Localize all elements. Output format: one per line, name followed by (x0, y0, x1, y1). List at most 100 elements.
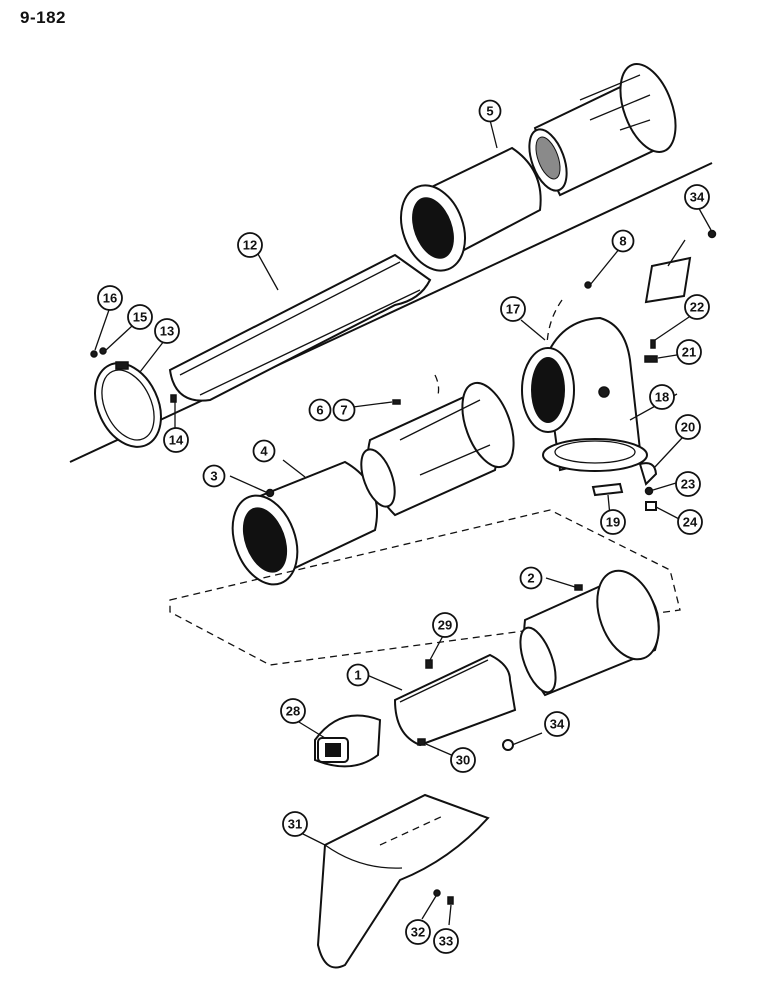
small-hardware-right (265, 229, 717, 511)
part-28-end-cap (314, 714, 382, 768)
callout-16: 16 (97, 285, 123, 311)
callout-circle (405, 919, 431, 945)
callout-22-label: 22 (690, 300, 704, 315)
callout-24-label: 24 (683, 515, 698, 530)
callout-circle (675, 471, 701, 497)
callout-circle (346, 663, 370, 687)
callout-8: 8 (611, 229, 635, 253)
callout-circle (519, 566, 543, 590)
callout-18-label: 18 (655, 390, 669, 405)
callout-34-label: 34 (690, 190, 705, 205)
callout-circle (97, 285, 123, 311)
callout-30-label: 30 (456, 753, 470, 768)
callout-2: 2 (519, 566, 543, 590)
part-13-clamp-ring (94, 361, 162, 448)
callout-8-label: 8 (619, 234, 626, 249)
callout-33: 33 (433, 928, 459, 954)
callout-circle (684, 294, 710, 320)
callout-15: 15 (127, 304, 153, 330)
callout-circle (154, 318, 180, 344)
callout-24: 24 (677, 509, 703, 535)
callout-6-label: 6 (316, 403, 323, 418)
callout-circle (282, 811, 308, 837)
callout-circle (433, 928, 459, 954)
callout-17: 17 (500, 296, 526, 322)
callout-circle (202, 464, 226, 488)
callout-circle (600, 509, 626, 535)
callout-20: 20 (675, 414, 701, 440)
page-number: 9-182 (20, 8, 66, 27)
callout-circle (611, 229, 635, 253)
callout-1-label: 1 (354, 668, 361, 683)
dashed-assembly-outline (169, 299, 681, 666)
hardware-14-15-16 (90, 347, 177, 403)
part-5-upper-tube (400, 63, 677, 272)
callout-6: 6 (308, 398, 332, 422)
callout-21-label: 21 (682, 345, 696, 360)
callout-34-label: 34 (550, 717, 565, 732)
callout-28-label: 28 (286, 704, 300, 719)
callout-20-label: 20 (681, 420, 695, 435)
callout-34: 34 (684, 184, 710, 210)
callout-13-label: 13 (160, 324, 174, 339)
callout-18: 18 (649, 384, 675, 410)
leader-lines (94, 119, 712, 926)
callout-circle (163, 427, 189, 453)
callout-28: 28 (280, 698, 306, 724)
callout-circle (684, 184, 710, 210)
callout-5-label: 5 (486, 104, 493, 119)
callout-23: 23 (675, 471, 701, 497)
callout-circle (676, 339, 702, 365)
callout-33-label: 33 (439, 934, 453, 949)
callout-34: 34 (544, 711, 570, 737)
callout-circle (478, 99, 502, 123)
callout-circle (332, 398, 356, 422)
callout-2-label: 2 (527, 571, 534, 586)
callout-5: 5 (478, 99, 502, 123)
callout-4: 4 (252, 439, 276, 463)
part-31-chute (316, 793, 490, 969)
callout-circle (675, 414, 701, 440)
callout-12: 12 (237, 232, 263, 258)
callout-3: 3 (202, 464, 226, 488)
part-1-half-shell (393, 653, 517, 751)
callout-29: 29 (432, 612, 458, 638)
callout-circle (649, 384, 675, 410)
callout-23-label: 23 (681, 477, 695, 492)
callout-31-label: 31 (288, 817, 302, 832)
callout-1: 1 (346, 663, 370, 687)
callout-circle (677, 509, 703, 535)
callout-13: 13 (154, 318, 180, 344)
callout-19: 19 (600, 509, 626, 535)
callout-17-label: 17 (506, 302, 520, 317)
callout-14: 14 (163, 427, 189, 453)
part-2-lower-tube (519, 569, 660, 697)
part-12-trough (168, 253, 432, 402)
callout-circle (500, 296, 526, 322)
callout-31: 31 (282, 811, 308, 837)
callout-22: 22 (684, 294, 710, 320)
callout-12-label: 12 (243, 238, 257, 253)
part-17-elbow (521, 316, 648, 472)
callout-7-label: 7 (340, 403, 347, 418)
callout-32-label: 32 (411, 925, 425, 940)
callout-circle (280, 698, 306, 724)
callout-14-label: 14 (169, 433, 184, 448)
callout-16-label: 16 (103, 291, 117, 306)
callout-circle (237, 232, 263, 258)
callout-30: 30 (450, 747, 476, 773)
callout-29-label: 29 (438, 618, 452, 633)
callout-circle (252, 439, 276, 463)
part-4-lower-tube (231, 381, 515, 586)
divider-line (69, 162, 713, 463)
callout-circle (544, 711, 570, 737)
callout-21: 21 (676, 339, 702, 365)
callout-15-label: 15 (133, 310, 147, 325)
callout-19-label: 19 (606, 515, 620, 530)
callout-circle (308, 398, 332, 422)
callout-4-label: 4 (260, 444, 268, 459)
callout-circle (450, 747, 476, 773)
callout-3-label: 3 (210, 469, 217, 484)
